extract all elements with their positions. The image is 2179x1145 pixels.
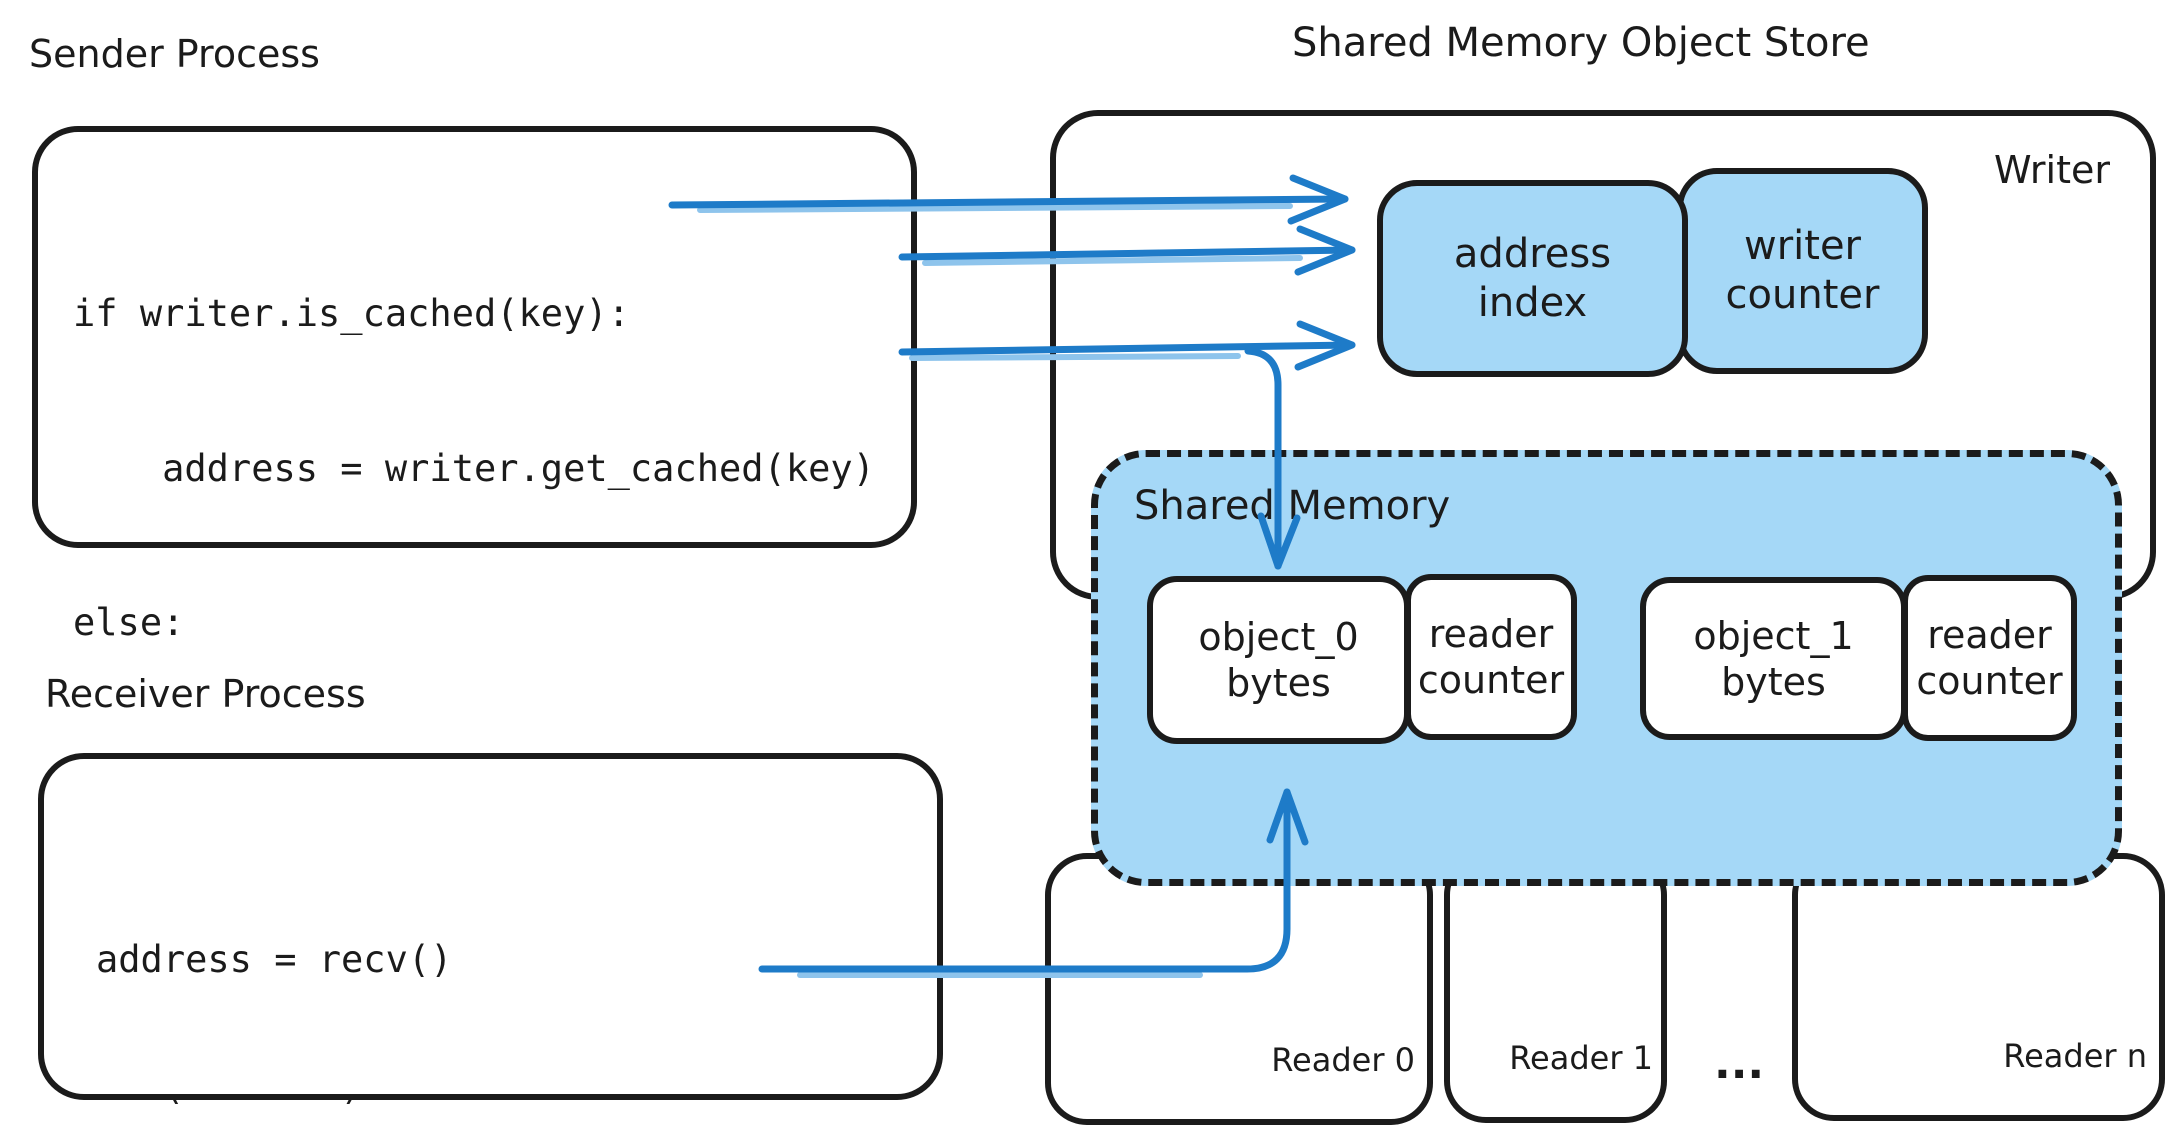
reader-counter-0-label: reader bbox=[1428, 612, 1554, 656]
reader-counter-1-label: reader bbox=[1927, 613, 2052, 657]
reader-counter-0-label: counter bbox=[1417, 658, 1565, 702]
code-line bbox=[96, 1089, 764, 1141]
sender-process-label: Sender Process bbox=[29, 32, 320, 76]
receiver-process-box: address = recv() object = reader_0.get(a… bbox=[38, 753, 943, 1100]
reader-0-box: Reader 0 bbox=[1045, 853, 1433, 1125]
code-line: address = writer.get_cached(key) bbox=[73, 446, 875, 490]
address-index-label: address bbox=[1453, 230, 1612, 277]
reader-counter-1-box: reader counter bbox=[1902, 575, 2077, 741]
address-index-label: index bbox=[1477, 279, 1588, 326]
reader-counter-1-label: counter bbox=[1916, 659, 2063, 703]
sender-process-box: if writer.is_cached(key): address = writ… bbox=[32, 126, 917, 1108]
object-0-label: object_0 bbox=[1198, 615, 1359, 659]
receiver-process-label: Receiver Process bbox=[45, 672, 366, 716]
reader-n-box: Reader n bbox=[1792, 853, 2165, 1121]
object-0-box: object_0 bytes bbox=[1147, 576, 1410, 744]
reader-1-label: Reader 1 bbox=[1509, 1039, 1653, 1077]
receiver-code: address = recv() object = reader_0.get(a… bbox=[96, 831, 764, 1145]
object-1-label: bytes bbox=[1721, 659, 1826, 704]
store-title: Shared Memory Object Store bbox=[1292, 20, 1870, 66]
object-1-box: object_1 bytes bbox=[1640, 577, 1907, 740]
writer-counter-label: counter bbox=[1725, 272, 1880, 318]
code-line: else: bbox=[73, 601, 185, 644]
reader-n-label: Reader n bbox=[2003, 1037, 2147, 1075]
reader-1-box: Reader 1 bbox=[1444, 853, 1667, 1123]
object-0-label: bytes bbox=[1226, 661, 1331, 705]
writer-counter-label: writer bbox=[1743, 223, 1861, 269]
reader-0-label: Reader 0 bbox=[1271, 1041, 1415, 1079]
readers-ellipsis: ... bbox=[1714, 1038, 1765, 1089]
code-line: address = recv() bbox=[96, 938, 453, 981]
shared-memory-label: Shared Memory bbox=[1134, 483, 1451, 529]
address-index-box: address index bbox=[1377, 180, 1688, 377]
object-1-label: object_1 bbox=[1693, 613, 1854, 658]
code-line: if writer.is_cached(key): bbox=[73, 292, 630, 335]
writer-label: Writer bbox=[1994, 148, 2110, 192]
reader-counter-0-box: reader counter bbox=[1405, 574, 1577, 740]
writer-counter-box: writer counter bbox=[1677, 168, 1928, 374]
